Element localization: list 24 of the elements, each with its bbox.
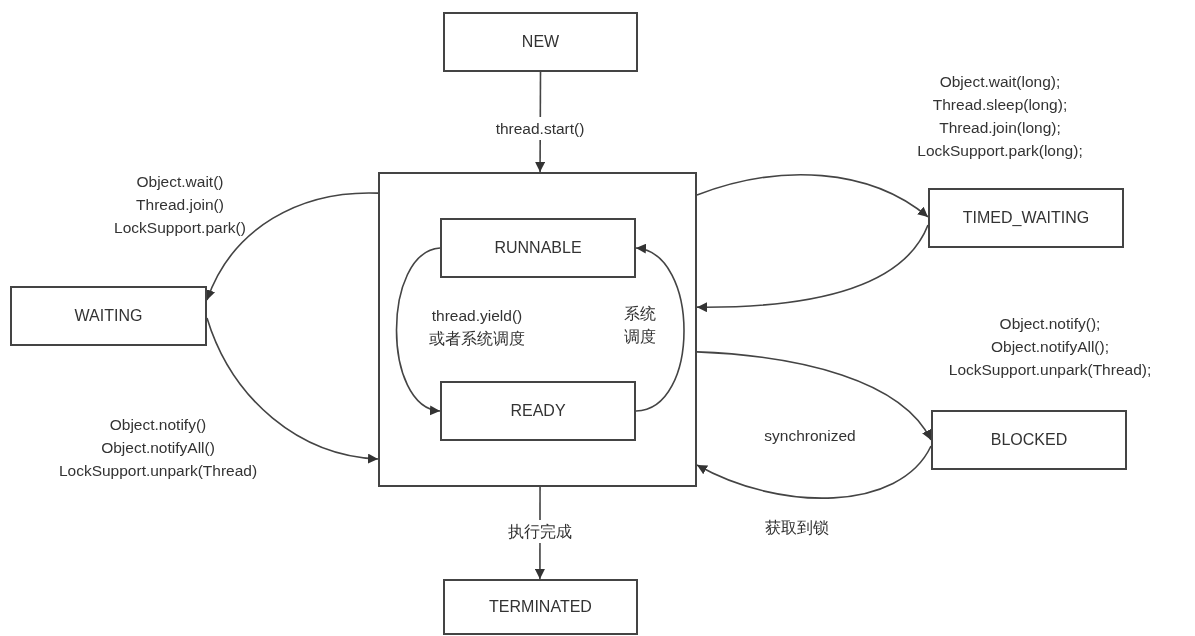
container-box	[378, 172, 697, 487]
arrow	[206, 192, 379, 301]
state-box: BLOCKED	[931, 410, 1127, 470]
edge-label: Object.notify() Object.notifyAll() LockSupport.unpark(Thread)	[57, 415, 259, 481]
arrow	[635, 245, 685, 412]
state-box: RUNNABLE	[440, 218, 636, 278]
edge-label: Object.wait() Thread.join() LockSupport.park()	[113, 172, 247, 238]
state-box: NEW	[443, 12, 638, 72]
arrow	[696, 351, 932, 441]
arrow	[696, 224, 929, 313]
arrow	[395, 247, 441, 414]
edge-label: Object.wait(long); Thread.sleep(long); Thread.join(long); LockSupport.park(long);	[916, 72, 1084, 161]
state-box: WAITING	[10, 286, 207, 346]
edge-label: thread.yield() 或者系统调度	[428, 306, 526, 349]
edge-label: synchronized	[763, 426, 857, 446]
arrow	[696, 173, 929, 218]
arrow	[696, 445, 932, 499]
edge-label: 系统调度	[623, 304, 657, 347]
arrow	[206, 317, 379, 463]
state-box: TERMINATED	[443, 579, 638, 635]
state-box: READY	[440, 381, 636, 441]
edge-label: 获取到锁	[764, 518, 830, 538]
state-box: TIMED_WAITING	[928, 188, 1124, 248]
annotation-text: Object.notify(); Object.notifyAll(); LockSupport.unpark(Thread);	[947, 314, 1153, 380]
